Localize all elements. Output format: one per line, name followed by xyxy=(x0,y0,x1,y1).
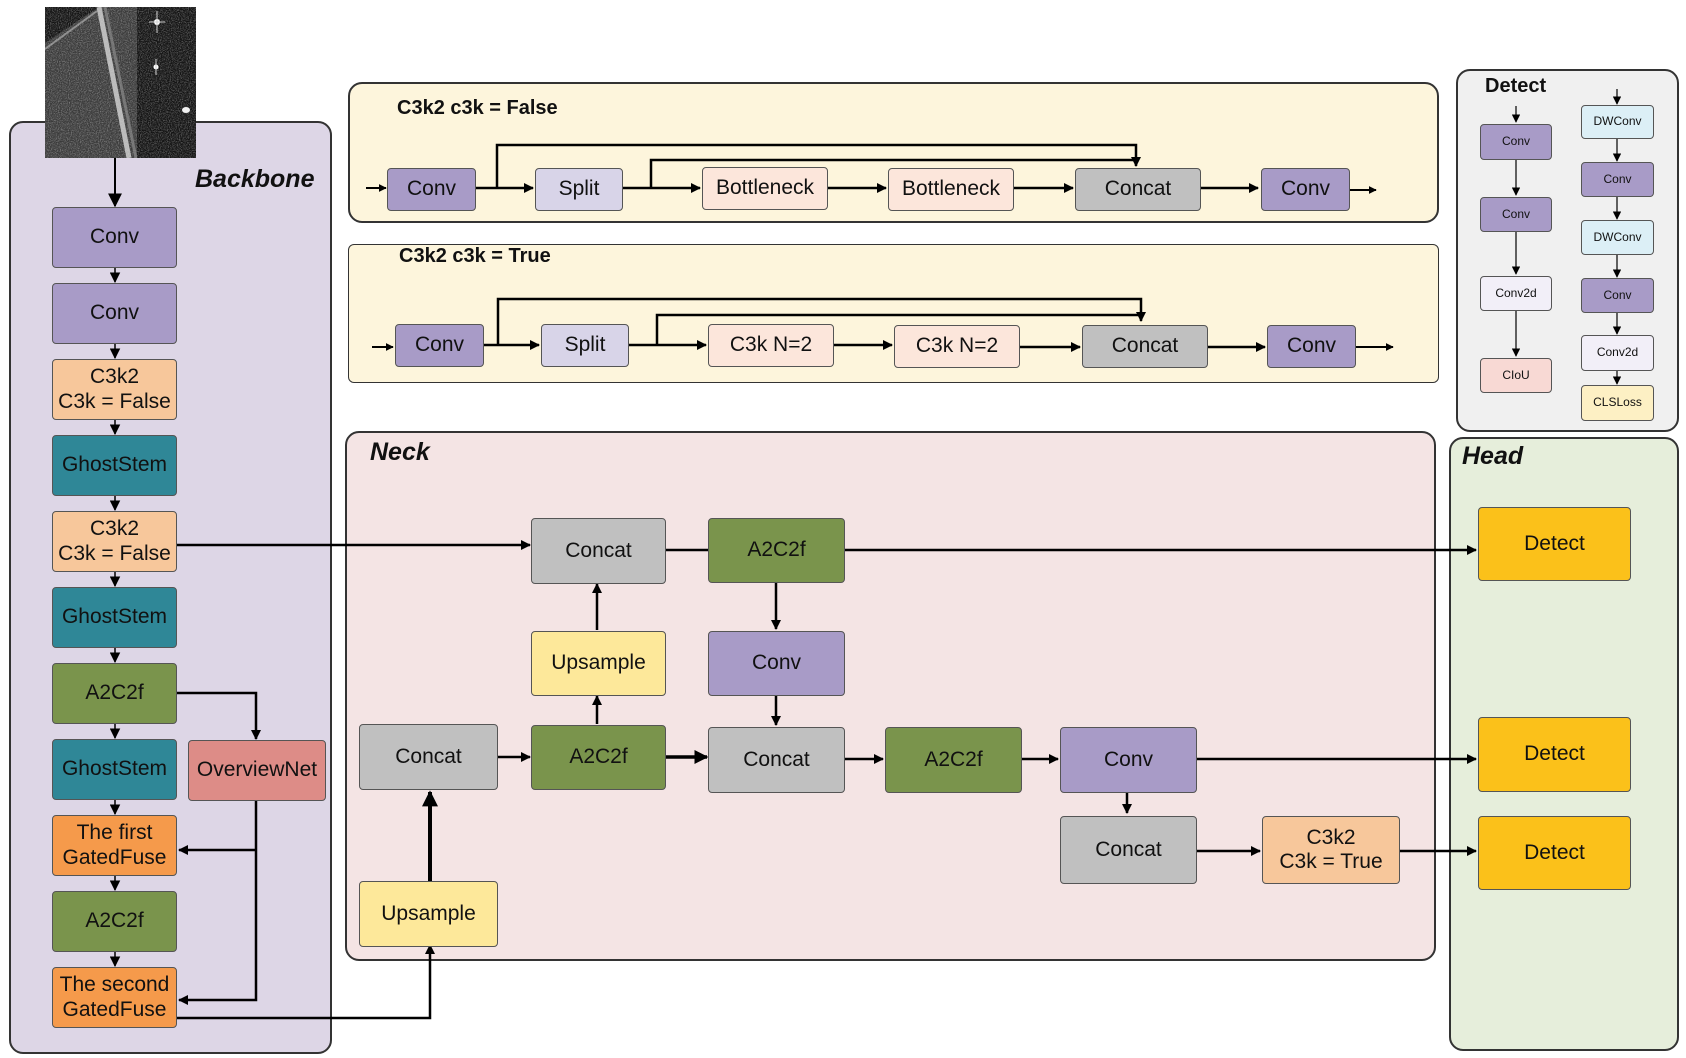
neck-a2c2f-top: A2C2f xyxy=(708,518,845,583)
c3k2-false-split: Split xyxy=(535,168,623,211)
neck-a2c2f-mid: A2C2f xyxy=(531,725,666,790)
c3k2-true-conv-in: Conv xyxy=(395,324,484,367)
neck-concat-bottom: Concat xyxy=(1060,816,1197,884)
backbone-gatedfuse-2-title: The second xyxy=(59,973,170,997)
c3k2-false-bottleneck-2: Bottleneck xyxy=(888,168,1014,211)
backbone-c3k2-1: C3k2 C3k = False xyxy=(52,359,177,420)
detect-detail-ciou: CIoU xyxy=(1480,358,1552,393)
backbone-gatedfuse-2: The second GatedFuse xyxy=(52,967,177,1028)
c3k2-false-conv-out: Conv xyxy=(1261,168,1350,211)
head-detect-1: Detect xyxy=(1478,507,1631,581)
c3k2-true-c3k-2: C3k N=2 xyxy=(894,325,1020,368)
c3k2-false-concat: Concat xyxy=(1075,168,1201,211)
neck-concat-mid: Concat xyxy=(708,727,845,793)
neck-c3k2-true-title: C3k2 xyxy=(1306,825,1356,849)
detect-detail-dwconv-1: DWConv xyxy=(1581,105,1654,139)
neck-c3k2-true: C3k2 C3k = True xyxy=(1262,816,1400,884)
detect-detail-dwconv-2: DWConv xyxy=(1581,220,1654,255)
c3k2-true-conv-out: Conv xyxy=(1267,325,1356,368)
backbone-ghoststem-2: GhostStem xyxy=(52,587,177,648)
backbone-conv-1: Conv xyxy=(52,207,177,268)
detect-detail-conv-1: Conv xyxy=(1480,124,1552,160)
backbone-ghoststem-1: GhostStem xyxy=(52,435,177,496)
detect-detail-conv2d-right: Conv2d xyxy=(1581,335,1654,371)
c3k2-false-bottleneck-1: Bottleneck xyxy=(702,167,828,210)
backbone-title: Backbone xyxy=(195,165,315,193)
c3k2-false-title: C3k2 c3k = False xyxy=(397,97,558,119)
detect-detail-conv-4: Conv xyxy=(1581,278,1654,313)
detect-detail-conv-2: Conv xyxy=(1480,197,1552,232)
detect-detail-conv2d-left: Conv2d xyxy=(1480,276,1552,311)
neck-conv-mid: Conv xyxy=(708,631,845,696)
sar-input-image xyxy=(45,7,196,158)
c3k2-false-conv-in: Conv xyxy=(387,168,476,211)
c3k2-true-split: Split xyxy=(541,324,629,367)
head-title: Head xyxy=(1462,442,1524,470)
c3k2-true-c3k-1: C3k N=2 xyxy=(708,324,834,367)
detect-detail-clsloss: CLSLoss xyxy=(1581,385,1654,421)
backbone-conv-2: Conv xyxy=(52,283,177,344)
detect-detail-title: Detect xyxy=(1485,75,1547,97)
backbone-gatedfuse-1-subtitle: GatedFuse xyxy=(62,845,167,869)
backbone-c3k2-1-subtitle: C3k = False xyxy=(58,389,171,413)
neck-conv-right: Conv xyxy=(1060,727,1197,793)
backbone-a2c2f-1: A2C2f xyxy=(52,663,177,724)
backbone-c3k2-2-title: C3k2 xyxy=(89,517,140,541)
head-detect-3: Detect xyxy=(1478,816,1631,890)
backbone-overviewnet: OverviewNet xyxy=(188,740,326,801)
neck-a2c2f-right: A2C2f xyxy=(885,727,1022,793)
c3k2-true-title: C3k2 c3k = True xyxy=(399,245,551,267)
head-detect-2: Detect xyxy=(1478,717,1631,792)
c3k2-true-concat: Concat xyxy=(1082,325,1208,368)
neck-c3k2-true-subtitle: C3k = True xyxy=(1279,850,1383,873)
backbone-gatedfuse-2-subtitle: GatedFuse xyxy=(62,997,167,1021)
neck-panel xyxy=(345,431,1436,961)
neck-concat-left: Concat xyxy=(359,724,498,790)
backbone-ghoststem-3: GhostStem xyxy=(52,739,177,800)
backbone-c3k2-2: C3k2 C3k = False xyxy=(52,511,177,572)
neck-upsample-top: Upsample xyxy=(531,631,666,696)
backbone-a2c2f-2: A2C2f xyxy=(52,891,177,952)
c3k2-true-panel xyxy=(348,244,1439,383)
backbone-c3k2-1-title: C3k2 xyxy=(89,365,140,389)
neck-concat-top: Concat xyxy=(531,518,666,584)
backbone-c3k2-2-subtitle: C3k = False xyxy=(58,541,171,565)
neck-upsample-bottom: Upsample xyxy=(359,881,498,947)
backbone-gatedfuse-1: The first GatedFuse xyxy=(52,815,177,876)
detect-detail-conv-3: Conv xyxy=(1581,162,1654,197)
backbone-gatedfuse-1-title: The first xyxy=(76,821,153,845)
neck-title: Neck xyxy=(370,438,430,466)
